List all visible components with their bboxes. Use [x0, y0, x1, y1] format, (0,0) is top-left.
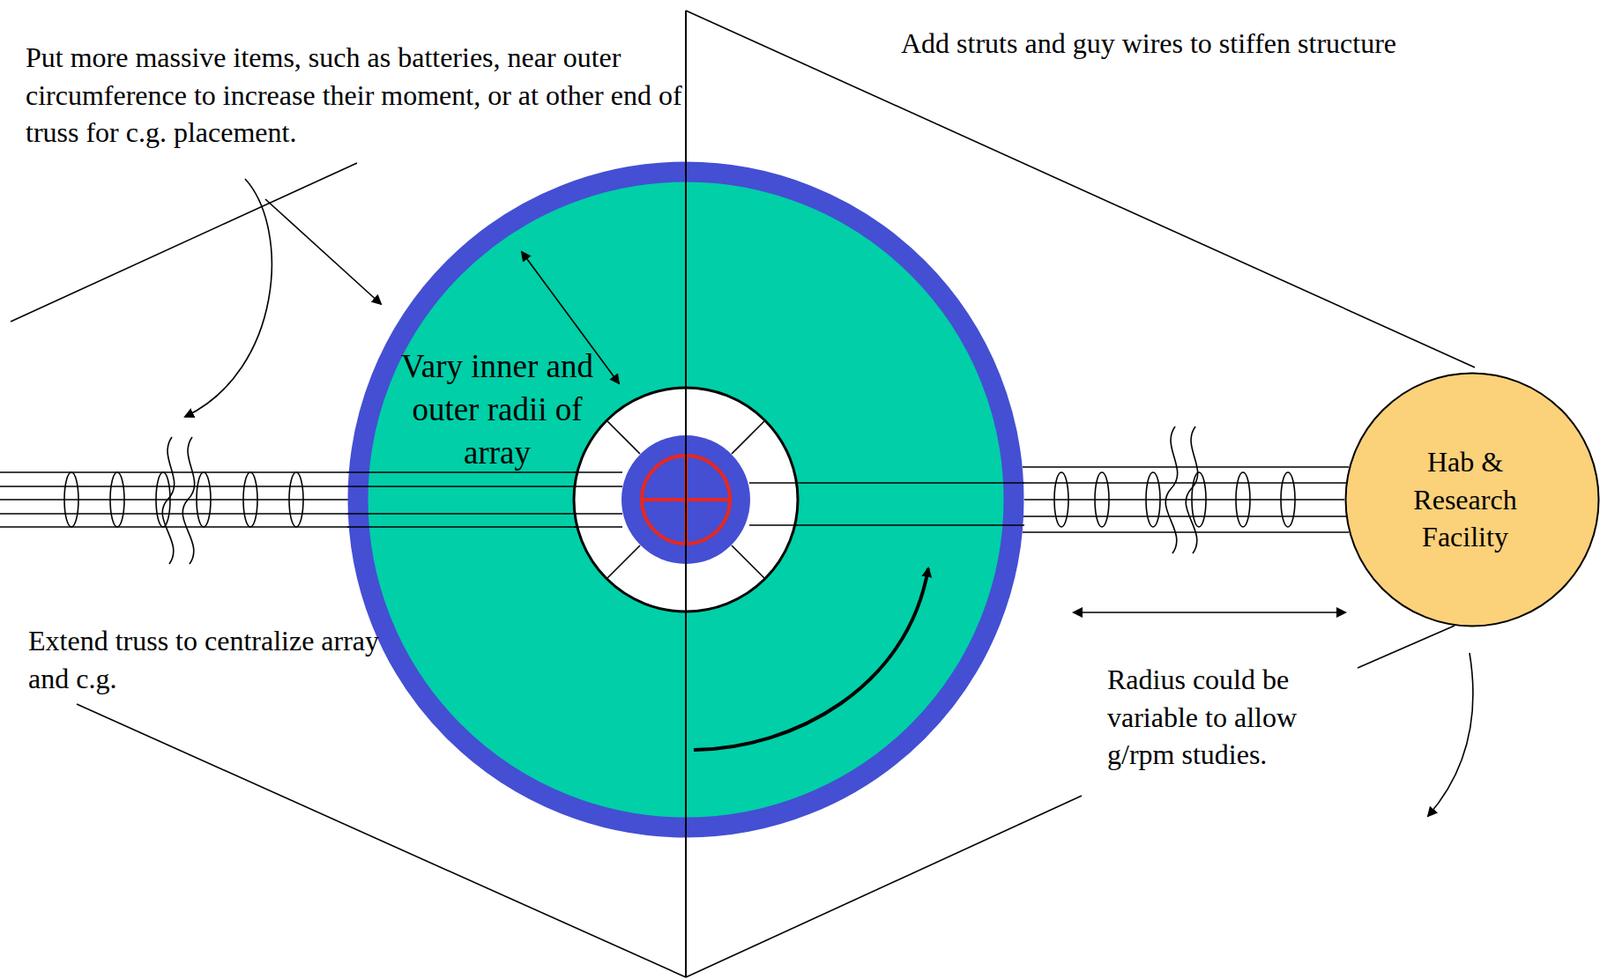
- guy-wire: [10, 163, 358, 322]
- node-label: Hab & Research Facility: [1390, 443, 1541, 557]
- design-note: Add struts and guy wires to stiffen stru…: [900, 24, 1536, 63]
- truss-connector: [1024, 498, 1345, 501]
- design-note: Extend truss to centralize array and c.g…: [28, 622, 381, 698]
- truss: [0, 472, 353, 528]
- rotation-arrow: [693, 568, 929, 751]
- truss: [347, 526, 578, 529]
- design-note: Put more massive items, such as batterie…: [25, 38, 705, 152]
- truss: [347, 471, 578, 474]
- node-label: Vary inner and outer radii of array: [395, 344, 599, 476]
- truss-ring: [64, 472, 79, 528]
- dimension-arrow: [521, 252, 619, 384]
- truss: [749, 482, 1025, 484]
- dimension-arrow: [1073, 611, 1346, 614]
- mast: [684, 10, 687, 978]
- truss: [1022, 467, 1349, 533]
- truss: [347, 485, 578, 488]
- truss: [347, 513, 578, 515]
- hab-module: Hab & Research Facility: [1344, 372, 1600, 628]
- rotation-arrow: [1428, 653, 1474, 817]
- truss-ring: [289, 472, 304, 528]
- leader-arrow: [185, 178, 272, 417]
- design-note: Radius could be variable to allow g/rpm …: [1107, 661, 1346, 774]
- truss-ring: [196, 472, 211, 528]
- truss-ring: [243, 472, 258, 528]
- guy-wire: [1357, 625, 1455, 669]
- leader-arrow: [265, 199, 381, 305]
- truss: [749, 524, 1025, 527]
- break-mark: [162, 426, 1198, 565]
- truss-ring: [110, 472, 125, 528]
